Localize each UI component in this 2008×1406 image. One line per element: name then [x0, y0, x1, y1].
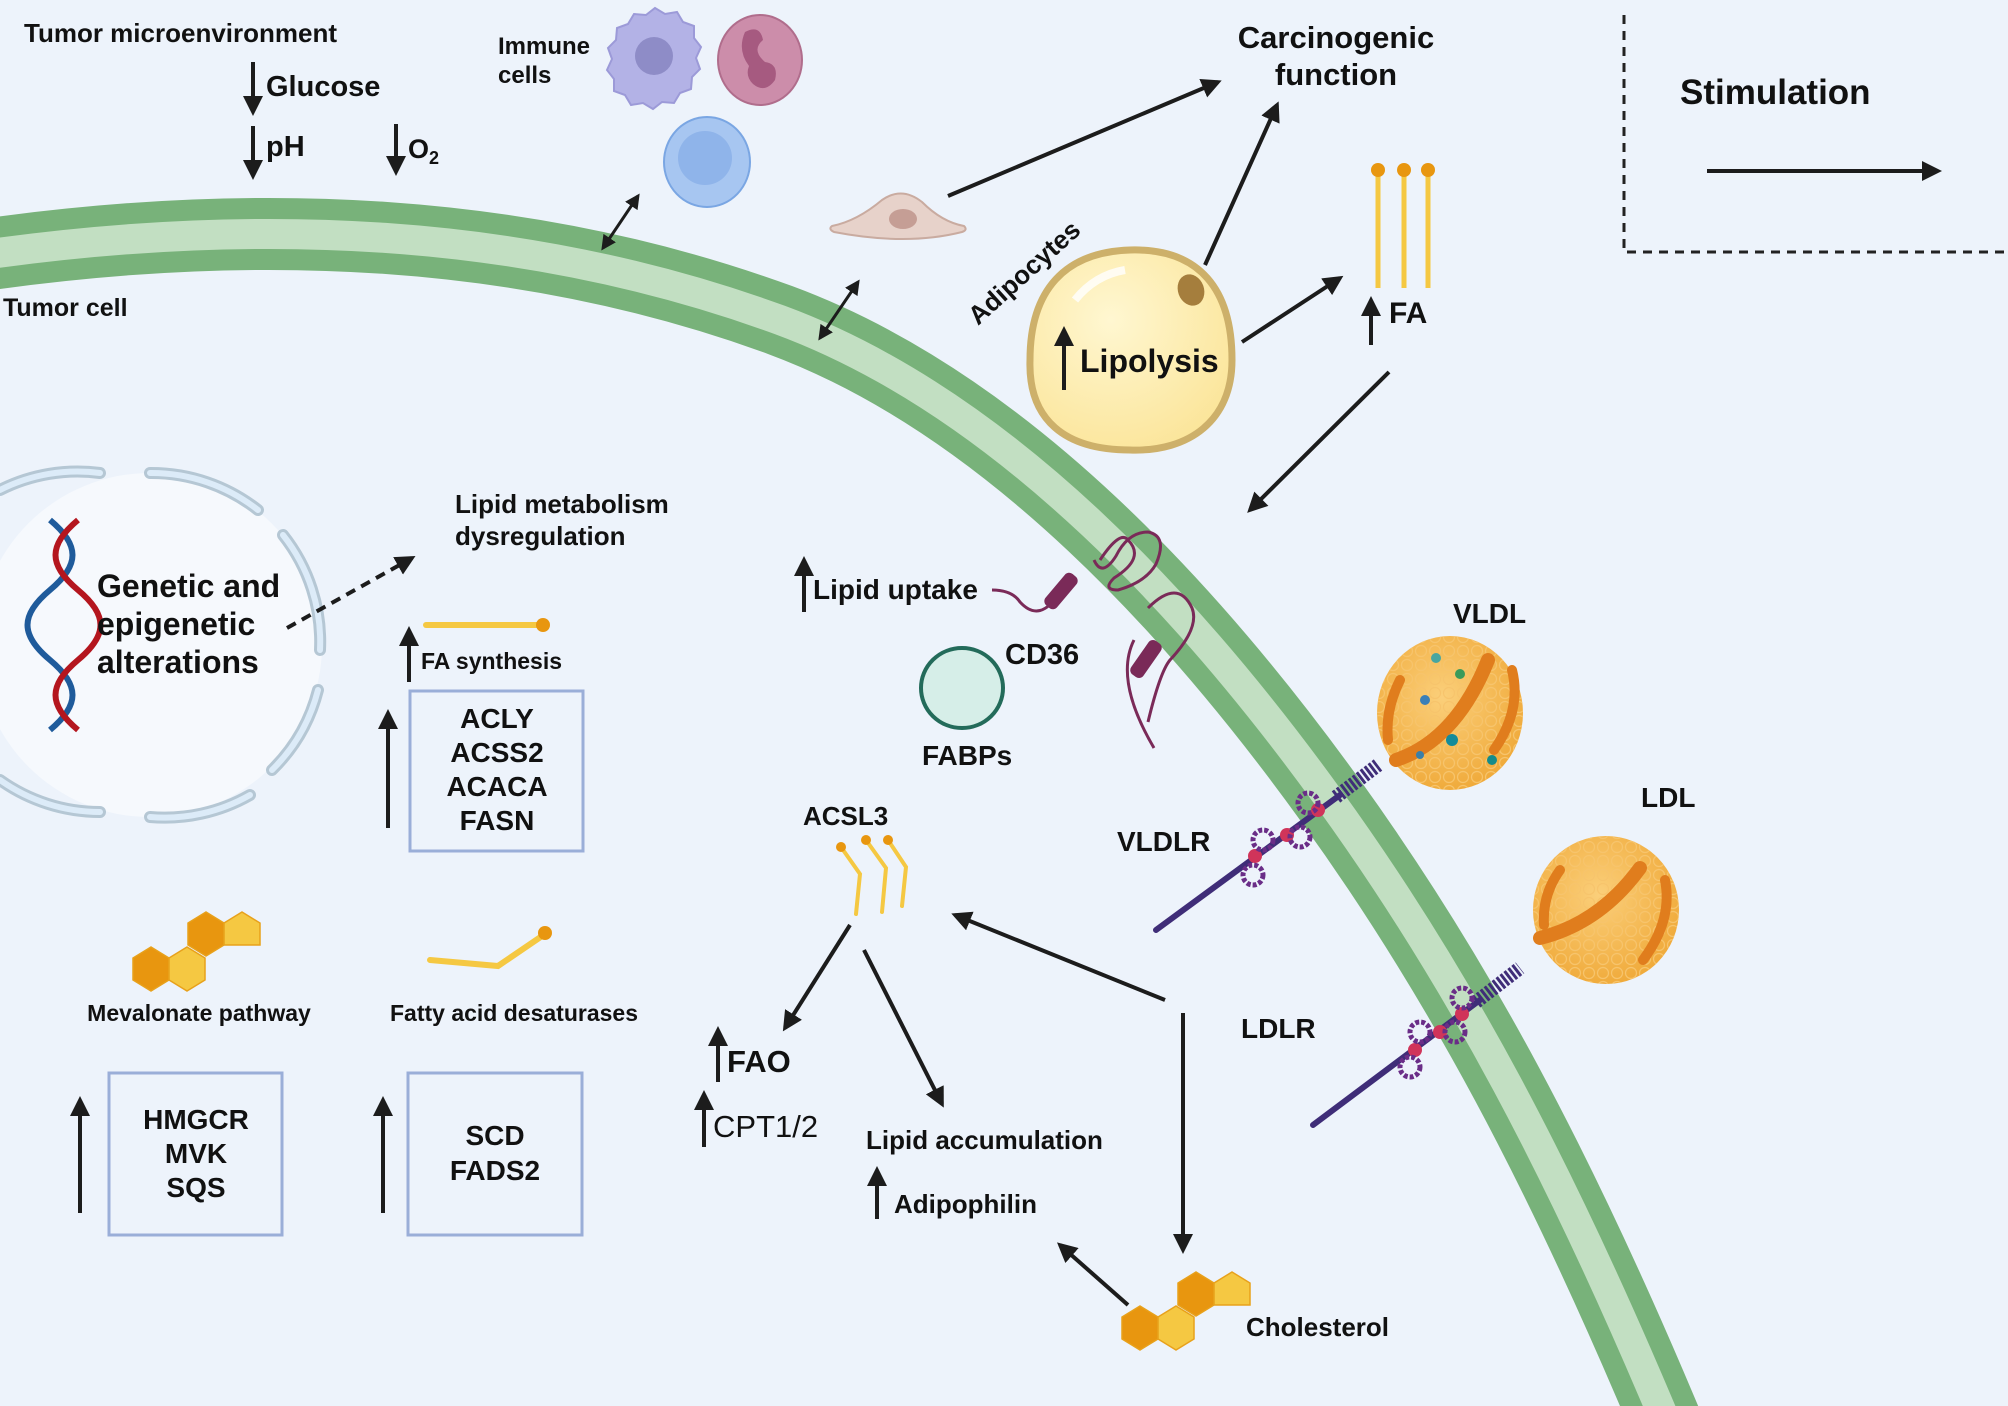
- vldlr-receptor-icon: [1153, 759, 1383, 933]
- carcinogenic-line1: Carcinogenic: [1238, 20, 1434, 55]
- desaturases-gene-box: [406, 1071, 584, 1237]
- nucleus-label-line3: alterations: [97, 644, 259, 680]
- lipid-uptake: Lipid uptake CD36 FABPs: [794, 530, 1196, 771]
- arrow-icon: [947, 79, 1222, 198]
- lipoproteins: VLDL LDL: [1117, 598, 1695, 1128]
- gene-fasn: FASN: [460, 805, 535, 836]
- immune-cells-label-line1: Immune: [498, 33, 590, 60]
- macrophage-icon: [605, 6, 703, 111]
- acsl3-fatty-acids-icon: [836, 835, 909, 916]
- cd36-label: CD36: [1005, 639, 1079, 671]
- nucleus-label-line1: Genetic and: [97, 568, 280, 604]
- lipid-accumulation-label: Lipid accumulation: [866, 1125, 1103, 1155]
- cholesterol-icon: [1121, 1271, 1251, 1351]
- mevalonate-pathway: Mevalonate pathway HMGCR MVK SQS: [70, 911, 311, 1237]
- double-arrow-icon: [601, 193, 640, 251]
- ldl-particle-icon: [1533, 836, 1679, 984]
- nucleus: Genetic and epigenetic alterations: [0, 465, 327, 824]
- lymphocyte-icon: [663, 116, 751, 208]
- legend-box: [1622, 15, 2008, 254]
- fatty-acid-fate: ACSL3 FAO CPT1/2 Lipid accumulation Adip…: [694, 801, 1389, 1351]
- double-arrow-icon: [818, 279, 860, 341]
- vldlr-label: VLDLR: [1117, 826, 1210, 857]
- dysregulation-line1: Lipid metabolism: [455, 489, 669, 519]
- oxygen-label: O2: [408, 134, 439, 168]
- gene-fads2: FADS2: [450, 1155, 540, 1186]
- cpt-label: CPT1/2: [713, 1109, 818, 1144]
- mevalonate-label: Mevalonate pathway: [87, 1000, 311, 1026]
- fa-synthesis-gene-box: [408, 689, 585, 853]
- arrow-icon: [1057, 1242, 1130, 1307]
- ph-label: pH: [266, 131, 305, 163]
- cholesterol-label: Cholesterol: [1246, 1312, 1389, 1342]
- tumor-cell-label: Tumor cell: [3, 294, 128, 322]
- gene-mvk: MVK: [165, 1138, 227, 1169]
- cd36-icon: [991, 530, 1196, 749]
- unsaturated-fatty-acid-icon: [427, 931, 548, 970]
- arrow-icon: [1240, 275, 1344, 344]
- arrow-icon: [862, 949, 944, 1108]
- dysregulation-line2: dysregulation: [455, 521, 625, 551]
- vldl-particle-icon: [1377, 636, 1523, 790]
- sterol-rings-icon: [132, 911, 261, 992]
- vldl-label: VLDL: [1453, 598, 1526, 629]
- arrow-icon: [951, 911, 1166, 1002]
- cell-membrane: [0, 197, 1699, 1406]
- neutrophil-icon: [717, 14, 803, 106]
- nucleus-label-line2: epigenetic: [97, 606, 255, 642]
- arrow-icon: [1247, 370, 1391, 513]
- carcinogenic-line2: function: [1275, 57, 1397, 92]
- legend-label: Stimulation: [1680, 73, 1871, 112]
- ldl-label: LDL: [1641, 782, 1695, 813]
- arrow-icon: [782, 923, 852, 1032]
- ldlr-receptor-icon: [1310, 962, 1525, 1128]
- fabps-label: FABPs: [922, 740, 1012, 771]
- lipid-uptake-label: Lipid uptake: [813, 574, 978, 605]
- desaturases-label: Fatty acid desaturases: [390, 1000, 638, 1026]
- glucose-label: Glucose: [266, 71, 380, 103]
- mevalonate-gene-box: [107, 1071, 284, 1237]
- gene-scd: SCD: [465, 1120, 524, 1151]
- lipolysis-label: Lipolysis: [1080, 343, 1219, 379]
- arrow-icon: [1203, 101, 1280, 266]
- gene-hmgcr: HMGCR: [143, 1104, 249, 1135]
- fa-synthesis-label: FA synthesis: [421, 648, 562, 674]
- fa-synthesis: FA synthesis ACLY ACSS2 ACACA FASN: [378, 618, 585, 853]
- gene-sqs: SQS: [166, 1172, 225, 1203]
- adipocyte-icon: [1026, 246, 1236, 454]
- gene-acss2: ACSS2: [450, 737, 543, 768]
- gene-acaca: ACACA: [446, 771, 547, 802]
- immune-cells-label-line2: cells: [498, 62, 551, 89]
- dna-icon: [24, 517, 104, 733]
- gene-acly: ACLY: [460, 703, 534, 734]
- legend: Stimulation: [1622, 15, 2008, 254]
- fibroblast-icon: [829, 192, 967, 240]
- dashed-arrow-icon: [286, 556, 416, 630]
- ldlr-label: LDLR: [1241, 1013, 1316, 1044]
- fa-label: FA: [1389, 297, 1427, 330]
- fao-label: FAO: [727, 1044, 791, 1079]
- fatty-acids-icon: [1371, 163, 1435, 288]
- microenvironment-title: Tumor microenvironment: [24, 18, 337, 48]
- fabps-icon: [919, 646, 1005, 730]
- acsl3-label: ACSL3: [803, 801, 888, 831]
- microenvironment: Tumor microenvironment Glucose pH O2 Imm…: [3, 6, 803, 322]
- adipophilin-label: Adipophilin: [894, 1189, 1037, 1219]
- desaturases: Fatty acid desaturases SCD FADS2: [373, 926, 638, 1237]
